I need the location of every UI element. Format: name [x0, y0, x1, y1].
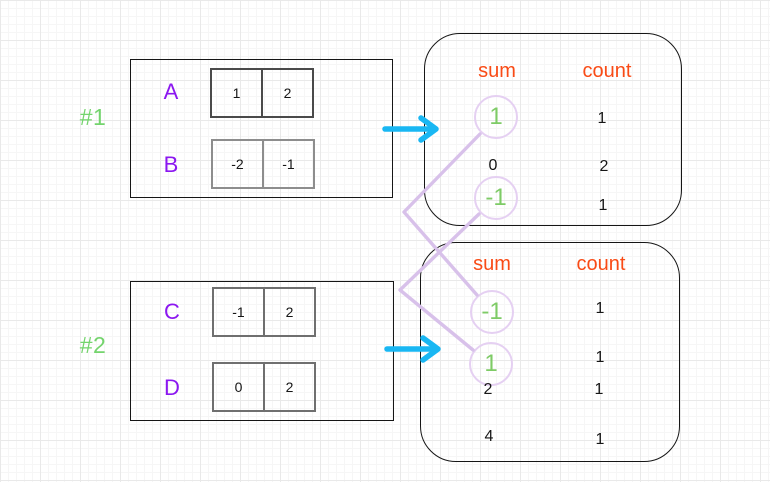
table-1-count-row-1: 2: [599, 158, 609, 175]
table-2-count-row-1: 1: [595, 349, 605, 366]
array-d-label: D: [164, 375, 180, 400]
array-b-cells: -2 -1: [211, 139, 315, 189]
array-a-cells: 1 2: [210, 68, 314, 118]
table-1-sum-row-1: 0: [488, 157, 498, 174]
table-1-sum-neg1-circled: -1: [474, 176, 518, 220]
table-2-count-row-0: 1: [595, 300, 605, 317]
array-d-cell-1: 2: [263, 364, 314, 410]
array-d-cells: 0 2: [212, 362, 316, 412]
group-2-label: #2: [79, 332, 107, 358]
table-1-count-row-2: 1: [598, 197, 608, 214]
table-2-sum-row-2: 2: [483, 381, 493, 398]
table-2-sum-row-3: 4: [484, 428, 494, 445]
array-c-cell-0: -1: [232, 304, 245, 320]
table-2-count-row-2: 1: [594, 381, 604, 398]
array-a-cell-1: 2: [261, 70, 312, 116]
table-2-sum-neg1-circled: -1: [470, 290, 514, 334]
array-c-cells: -1 2: [212, 287, 316, 337]
array-a-label: A: [163, 79, 179, 104]
array-c-cell-1: 2: [263, 289, 314, 335]
array-a-cell-0: 1: [232, 85, 241, 101]
group-1-label: #1: [79, 104, 107, 130]
table-1-sum-1-circled: 1: [474, 95, 518, 139]
table-1-count-row-0: 1: [597, 110, 607, 127]
array-d-cell-0: 0: [234, 379, 243, 395]
table-1-sum-header: sum: [478, 60, 516, 82]
array-b-cell-1: -1: [262, 141, 313, 187]
array-b-cell-0: -2: [231, 156, 244, 172]
array-b-label: B: [163, 152, 179, 177]
table-1-count-header: count: [582, 60, 632, 82]
table-2-sum-header: sum: [473, 253, 511, 275]
table-2-sum-1-circled: 1: [469, 342, 513, 386]
table-2-count-row-3: 1: [595, 431, 605, 448]
table-2-count-header: count: [576, 253, 626, 275]
array-c-label: C: [164, 299, 180, 324]
